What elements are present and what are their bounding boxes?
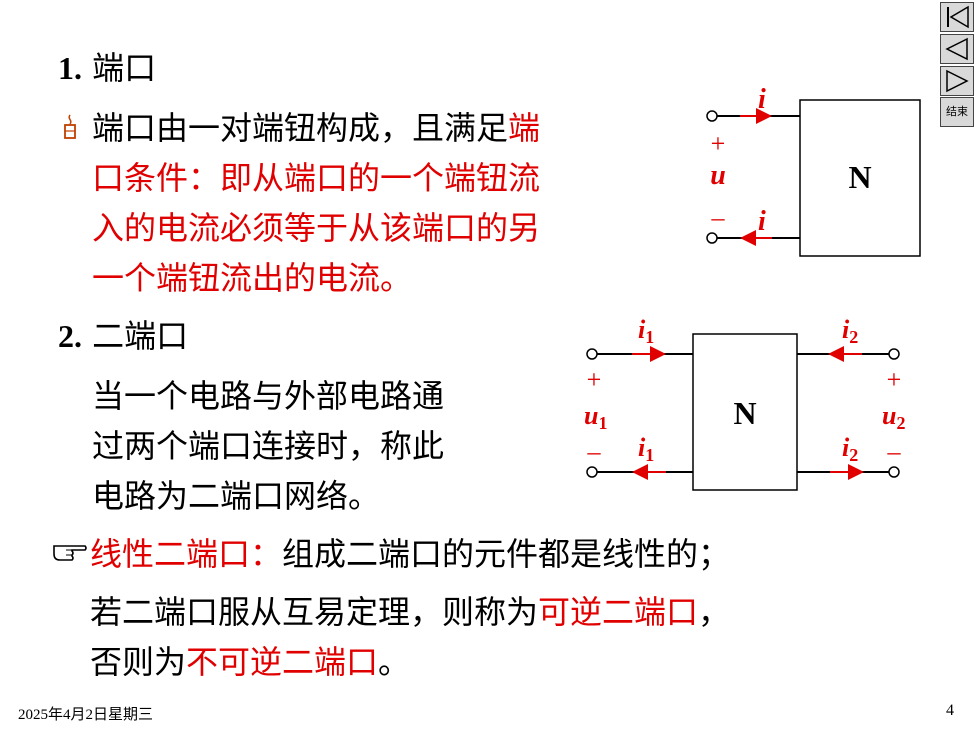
nonreciprocal-two-port-term: 不可逆二端口 bbox=[186, 643, 379, 681]
note-line3-text: 否则为 bbox=[90, 643, 187, 681]
current-bottom-label: i bbox=[758, 206, 766, 237]
two-port-network-box bbox=[692, 333, 798, 491]
plus-sign: + bbox=[711, 129, 726, 158]
section2-line1: 当一个电路与外部电路通 bbox=[92, 377, 445, 415]
linear-two-port-term: 线性二端口： bbox=[90, 535, 283, 573]
u2-label: u2 bbox=[882, 401, 905, 433]
footer-date: 2025年4月2日星期三 bbox=[18, 707, 154, 723]
network-label: N bbox=[848, 159, 871, 195]
two-port-network-label: N bbox=[733, 395, 756, 431]
i1-bottom-label: i1 bbox=[638, 433, 654, 465]
section2-heading: 2. 二端口 bbox=[58, 314, 188, 358]
note-line3-end: 。 bbox=[378, 643, 411, 681]
port1-minus: – bbox=[587, 437, 602, 466]
triangle-right-icon bbox=[946, 69, 969, 93]
end-show-label: 结束 bbox=[946, 105, 968, 118]
next-page-button[interactable] bbox=[940, 66, 974, 96]
network-box bbox=[799, 99, 921, 257]
note-line2-end: ， bbox=[698, 593, 731, 631]
note-line2-text: 若二端口服从互易定理，则称为 bbox=[90, 593, 539, 631]
port1-plus: + bbox=[587, 365, 602, 394]
one-port-diagram: N i i + u – bbox=[706, 84, 921, 257]
note-line2: 若二端口服从互易定理，则称为可逆二端口， bbox=[90, 590, 730, 634]
section2-line3: 电路为二端口网络。 bbox=[92, 477, 381, 515]
i1-top-label: i1 bbox=[638, 315, 654, 347]
section1-heading-number: 1. bbox=[58, 50, 82, 86]
page-number: 4 bbox=[946, 702, 954, 719]
note-line3: 否则为不可逆二端口。 bbox=[90, 640, 410, 684]
u1-label: u1 bbox=[584, 401, 607, 433]
triangle-left-icon bbox=[945, 37, 968, 61]
i2-bottom-label: i2 bbox=[842, 433, 858, 465]
end-show-button[interactable]: 结束 bbox=[940, 97, 974, 127]
skip-to-start-icon bbox=[947, 5, 969, 29]
previous-page-button[interactable] bbox=[940, 34, 974, 64]
section1-line1-text: 端口由一对端钮构成，且满足 bbox=[92, 109, 509, 147]
port1-bottom-terminal bbox=[586, 466, 598, 478]
port2-plus: + bbox=[887, 365, 902, 394]
section1-line2: 口条件：即从端口的一个端钮流 bbox=[92, 159, 541, 197]
pointing-hand-icon bbox=[53, 545, 87, 561]
reciprocal-two-port-term: 可逆二端口 bbox=[538, 593, 699, 631]
first-page-button[interactable] bbox=[940, 2, 974, 32]
section2-heading-number: 2. bbox=[58, 318, 82, 354]
current-top-label: i bbox=[758, 84, 766, 115]
bottom-terminal bbox=[706, 232, 718, 244]
two-port-diagram: N i1 i1 i2 i2 + u1 – + u2 – bbox=[584, 315, 905, 491]
section1-heading-text: 端口 bbox=[92, 49, 157, 87]
top-terminal bbox=[706, 110, 718, 122]
minus-sign: – bbox=[711, 203, 726, 232]
i2-top-label: i2 bbox=[842, 315, 858, 347]
voltage-label: u bbox=[710, 160, 726, 191]
section1-line3: 入的电流必须等于从该端口的另 bbox=[92, 209, 541, 247]
port1-top-terminal bbox=[586, 348, 598, 360]
section1-line1: 端口由一对端钮构成，且满足端 bbox=[92, 106, 540, 150]
section1-heading: 1. 端口 bbox=[58, 46, 156, 90]
section2-heading-text: 二端口 bbox=[92, 317, 189, 355]
note-line1: 线性二端口：组成二端口的元件都是线性的； bbox=[90, 532, 730, 576]
port2-minus: – bbox=[887, 437, 902, 466]
section1-line4: 一个端钮流出的电流。 bbox=[92, 259, 413, 297]
section2-line2: 过两个端口连接时，称此 bbox=[92, 427, 445, 465]
port2-bottom-terminal bbox=[888, 466, 900, 478]
port-condition-term-start: 端 bbox=[508, 109, 541, 147]
note-line1-text: 组成二端口的元件都是线性的； bbox=[282, 535, 731, 573]
candle-icon bbox=[64, 114, 76, 139]
port2-top-terminal bbox=[888, 348, 900, 360]
